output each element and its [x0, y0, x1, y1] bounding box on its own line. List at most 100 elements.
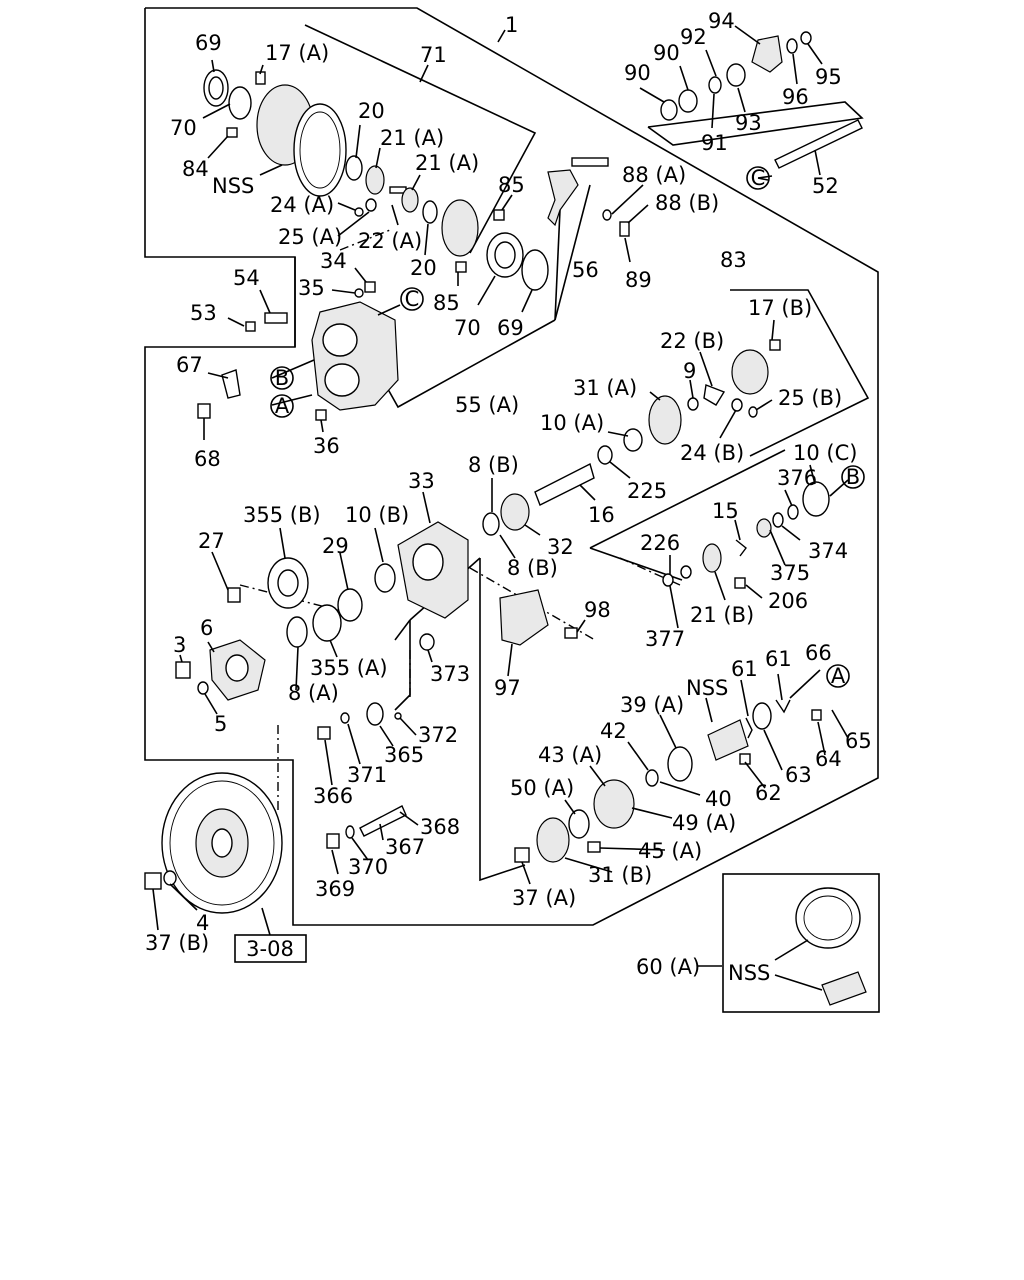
- label-8-a: 8 (A): [288, 681, 339, 705]
- bolt-84-shape: [226, 127, 238, 138]
- label-6: 6: [200, 616, 213, 640]
- plate-29-shape: [337, 588, 363, 622]
- circle-b-ref-1: [270, 366, 294, 390]
- label-371: 371: [347, 763, 387, 787]
- label-90-b: 90: [653, 41, 680, 65]
- label-69-a: 69: [195, 31, 222, 55]
- label-1: 1: [505, 13, 518, 37]
- retainer-49a-shape: [593, 779, 635, 829]
- label-21a-2: 21 (A): [415, 151, 479, 175]
- nut-37b-shape: [144, 872, 162, 890]
- label-33: 33: [408, 469, 435, 493]
- label-36: 36: [313, 434, 340, 458]
- label-95: 95: [815, 65, 842, 89]
- gear-31a-shape: [648, 395, 682, 445]
- bearing-39a-shape: [667, 746, 693, 782]
- label-22-a: 22 (A): [358, 229, 422, 253]
- carrier-housing-shape: [311, 301, 399, 411]
- shift-housing-97-shape: [499, 589, 549, 646]
- clutch-hub-83-shape: [731, 349, 769, 395]
- label-54: 54: [233, 266, 260, 290]
- label-206: 206: [768, 589, 808, 613]
- label-370: 370: [348, 855, 388, 879]
- label-94: 94: [708, 9, 735, 33]
- label-96: 96: [782, 85, 809, 109]
- label-70-b: 70: [454, 316, 481, 340]
- bearing-10c-shape: [802, 481, 830, 517]
- label-43-a: 43 (A): [538, 743, 602, 767]
- label-368: 368: [420, 815, 460, 839]
- label-52: 52: [812, 174, 839, 198]
- label-37-b: 37 (B): [145, 931, 209, 955]
- shaft-16-shape: [534, 462, 595, 506]
- label-35: 35: [298, 276, 325, 300]
- label-25-a: 25 (A): [278, 225, 342, 249]
- part-shapes: [144, 31, 867, 1006]
- nut-53-shape: [245, 321, 256, 332]
- gear-21b-shape: [702, 543, 722, 573]
- label-372: 372: [418, 723, 458, 747]
- label-83: 83: [720, 248, 747, 272]
- label-64: 64: [815, 747, 842, 771]
- label-65: 65: [845, 729, 872, 753]
- gear-31b-shape: [536, 817, 570, 863]
- label-374: 374: [808, 539, 848, 563]
- circle-b-label-1: B: [275, 366, 289, 390]
- label-4: 4: [196, 911, 209, 935]
- label-50-a: 50 (A): [510, 776, 574, 800]
- circle-c-label-2: C: [751, 166, 766, 190]
- label-84: 84: [182, 157, 209, 181]
- label-8b-2: 8 (B): [507, 556, 558, 580]
- label-55-a: 55 (A): [455, 393, 519, 417]
- gear-32-shape: [500, 493, 530, 531]
- label-369: 369: [315, 877, 355, 901]
- label-3: 3: [173, 633, 186, 657]
- label-225: 225: [627, 479, 667, 503]
- label-375: 375: [770, 561, 810, 585]
- label-355-a: 355 (A): [310, 656, 388, 680]
- bracket-67-shape: [221, 369, 241, 399]
- label-17-b: 17 (B): [748, 296, 812, 320]
- label-53: 53: [190, 301, 217, 325]
- label-70-a: 70: [170, 116, 197, 140]
- stud-54-shape: [264, 312, 288, 324]
- label-91: 91: [701, 131, 728, 155]
- label-27: 27: [198, 529, 225, 553]
- race-70-shape: [228, 86, 252, 120]
- label-85-a: 85: [498, 173, 525, 197]
- shaft-367-shape: [359, 805, 407, 837]
- ring-gear-shape: [293, 103, 347, 197]
- plug-369-shape: [326, 833, 340, 849]
- label-85-b: 85: [433, 291, 460, 315]
- label-nss-3: NSS: [728, 961, 770, 985]
- pinion-shape: [707, 719, 749, 761]
- label-88-a: 88 (A): [622, 163, 686, 187]
- label-5: 5: [214, 712, 227, 736]
- label-373: 373: [430, 662, 470, 686]
- label-42: 42: [600, 719, 627, 743]
- bolt-68-shape: [197, 403, 211, 419]
- side-gear-shape: [365, 165, 385, 195]
- label-10-a: 10 (A): [540, 411, 604, 435]
- label-89: 89: [625, 268, 652, 292]
- label-nss-2: NSS: [686, 676, 728, 700]
- label-60-a: 60 (A): [636, 955, 700, 979]
- label-22-b: 22 (B): [660, 329, 724, 353]
- label-24-a: 24 (A): [270, 193, 334, 217]
- circle-a-ref-1: [270, 394, 294, 418]
- label-88-b: 88 (B): [655, 191, 719, 215]
- kit-ring-gear-shape: [795, 887, 861, 949]
- label-15: 15: [712, 499, 739, 523]
- kit-detail-box: [722, 873, 880, 1013]
- label-63: 63: [785, 763, 812, 787]
- label-31-a: 31 (A): [573, 376, 637, 400]
- label-226: 226: [640, 531, 680, 555]
- ref-308-label: 3-08: [246, 937, 294, 961]
- label-49-a: 49 (A): [672, 811, 736, 835]
- label-97: 97: [494, 676, 521, 700]
- label-376: 376: [777, 466, 817, 490]
- ref-308-box: [234, 934, 307, 963]
- label-25-b: 25 (B): [778, 386, 842, 410]
- label-40: 40: [705, 787, 732, 811]
